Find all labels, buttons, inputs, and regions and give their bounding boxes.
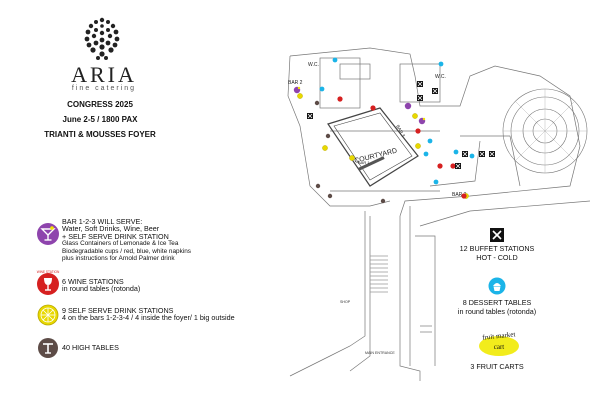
legend-bars-line1: Water, Soft Drinks, Wine, Beer — [62, 224, 160, 234]
legend-bars-note1: Glass Containers of Lemonade & Ice Tea — [62, 240, 179, 248]
legend-self-serve-line1: 4 on the bars 1-2-3-4 / 4 inside the foy… — [62, 313, 235, 323]
bar-2-label: BAR 2 — [288, 80, 303, 86]
self-serve-markers — [297, 93, 469, 199]
legend-buffet-title: 12 BUFFET STATIONS — [459, 244, 535, 253]
shop-label: SHOP — [340, 300, 351, 304]
bar-3-label: BAR 3 — [452, 192, 467, 198]
legend-wine: 6 WINE STATIONS in round tables (rotonda… — [62, 278, 202, 293]
legend-dessert: 8 DESSERT TABLES in round tables (rotond… — [422, 298, 572, 316]
brand-name: ARIA — [71, 62, 137, 87]
legend-bars-title: BAR 1-2-3 WILL SERVE: — [62, 217, 143, 226]
rotonda — [502, 88, 588, 174]
crossed-utensils-icon — [490, 228, 504, 247]
wine-glass-icon: WINE STATION — [36, 270, 60, 301]
bar-marker-icon — [293, 86, 426, 125]
cocktail-glass-icon — [36, 222, 60, 251]
brand-tagline: fine catering — [71, 85, 137, 92]
legend-high-tables-title: 40 HIGH TABLES — [62, 343, 119, 352]
event-venue: TRIANTI & MOUSSES FOYER — [44, 130, 156, 139]
high-table-icon — [37, 337, 59, 364]
fruit-cart-icon: fruit market cart — [470, 330, 528, 363]
legend-self-serve-title: 9 SELF SERVE DRINK STATIONS — [62, 306, 174, 315]
legend-wine-line1: in round tables (rotonda) — [62, 284, 141, 294]
legend-bars: BAR 1-2-3 WILL SERVE: Water, Soft Drinks… — [62, 218, 202, 262]
wc-label-1: W.C. — [308, 62, 319, 68]
fruit-icon-text2: cart — [494, 343, 505, 351]
legend-buffet-line1: HOT - COLD — [476, 253, 518, 262]
logo — [72, 14, 132, 67]
legend-bars-note2: Biodegradable cups / red, blue, white na… — [62, 247, 191, 255]
bar-4-label-marker: BAR 3 — [395, 124, 406, 138]
legend-dessert-title: 8 DESSERT TABLES — [462, 298, 532, 307]
bar-1-label: BAR 1 — [358, 160, 370, 165]
fruit-icon-text1: fruit market — [482, 330, 516, 341]
legend-buffet: 12 BUFFET STATIONS HOT - COLD — [422, 244, 572, 262]
wc-label-2: W.C. — [435, 74, 446, 80]
event-dates: June 2-5 / 1800 PAX — [62, 115, 138, 124]
cupcake-icon — [488, 277, 506, 300]
aria-logo-icon — [84, 17, 120, 60]
floor-plan-map: COURTYARD BAR 1 BAR 2 BAR 3 BAR 3 W.C. W… — [287, 47, 591, 381]
svg-text:BAR 3: BAR 3 — [395, 124, 406, 138]
legend-self-serve: 9 SELF SERVE DRINK STATIONS 4 on the bar… — [62, 307, 262, 322]
event-name: CONGRESS 2025 — [67, 100, 133, 109]
legend-bars-line2: + SELF SERVE DRINK STATION — [62, 231, 169, 241]
lemon-slice-icon — [37, 304, 59, 331]
legend-dessert-line1: in round tables (rotonda) — [457, 307, 537, 316]
main-entrance-label: MAIN ENTRANCE — [365, 351, 395, 355]
legend-fruit: 3 FRUIT CARTS — [422, 362, 572, 371]
legend-fruit-title: 3 FRUIT CARTS — [470, 362, 524, 371]
wine-icon-label: WINE STATION — [37, 270, 60, 274]
wine-markers — [337, 96, 467, 199]
courtyard — [327, 107, 419, 187]
high-table-markers — [314, 100, 386, 204]
dessert-markers — [319, 57, 475, 185]
legend-wine-title: 6 WINE STATIONS — [62, 277, 124, 286]
legend-bars-note3: plus instructions for Arnold Palmer drin… — [62, 255, 175, 263]
buffet-markers — [307, 81, 495, 169]
legend-high-tables: 40 HIGH TABLES — [62, 343, 202, 352]
bar-1 — [358, 156, 385, 171]
